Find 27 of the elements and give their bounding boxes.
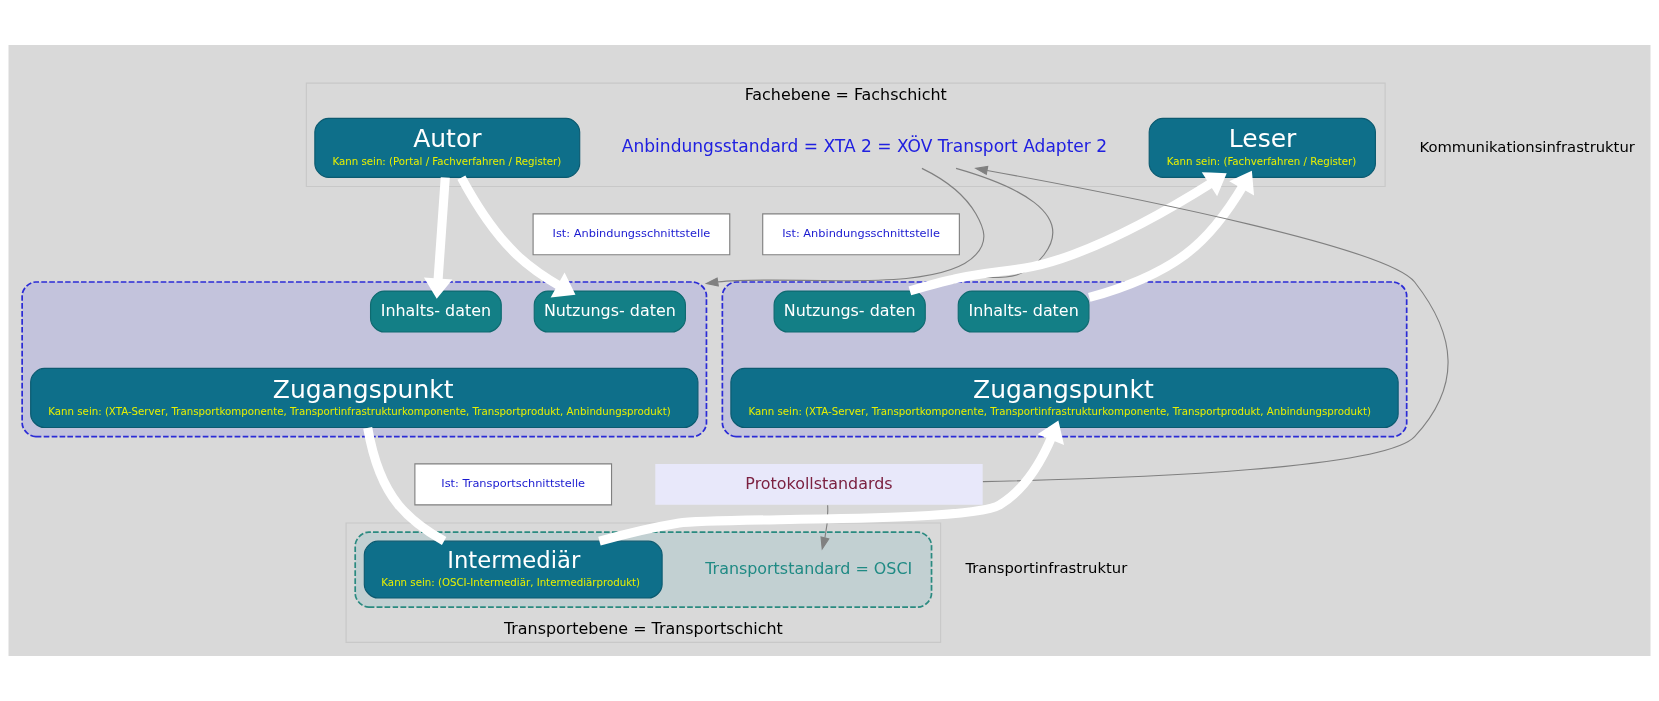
node-box: Nutzungs- daten: [533, 290, 686, 333]
node-box: Zugangspunkt Kann sein: (XTA-Server, Transportkomponente, Transportinfrastrukturkomponente, Transportprodukt, Anbindungsprodukt): [730, 367, 1399, 429]
arrow: [974, 165, 1449, 483]
node-box: Intermediär Kann sein: (OSCI-Intermediär, Intermediärprodukt): [363, 540, 663, 599]
label: Kommunikationsinfrastruktur: [1419, 137, 1635, 155]
arrow: [908, 172, 1227, 296]
arrow: [1087, 170, 1255, 302]
node-box: Leser Kann sein: (Fachverfahren / Register): [1148, 117, 1376, 178]
node-box: Inhalts- daten: [370, 290, 502, 333]
node-text: Anbindungsstandard = XTA 2 = XÖV Transport Adapter 2: [621, 135, 1108, 156]
node-box: Ist: Transportschnittstelle: [414, 463, 613, 506]
node-box: Ist: Anbindungsschnittstelle: [532, 213, 731, 256]
cluster: [354, 531, 933, 608]
connector: [363, 427, 447, 545]
node-box: Nutzungs- daten: [773, 290, 926, 333]
cluster: [21, 281, 708, 438]
node-box: Ist: Anbindungsschnittstelle: [762, 213, 960, 256]
node-box: Inhalts- daten: [957, 290, 1090, 333]
cluster: [721, 281, 1408, 438]
arrow: [457, 175, 576, 298]
label: Transportinfrastruktur: [965, 559, 1128, 577]
node-box: Autor Kann sein: (Portal / Fachverfahren / Register): [314, 117, 581, 178]
node-text: Transportstandard = OSCI: [705, 558, 913, 578]
node-box: Protokollstandards: [655, 463, 983, 505]
node-box: Zugangspunkt Kann sein: (XTA-Server, Transportkomponente, Transportinfrastrukturkomponente, Transportprodukt, Anbindungsprodukt): [30, 367, 699, 429]
arrow: [423, 177, 453, 299]
arrow: [598, 420, 1065, 546]
